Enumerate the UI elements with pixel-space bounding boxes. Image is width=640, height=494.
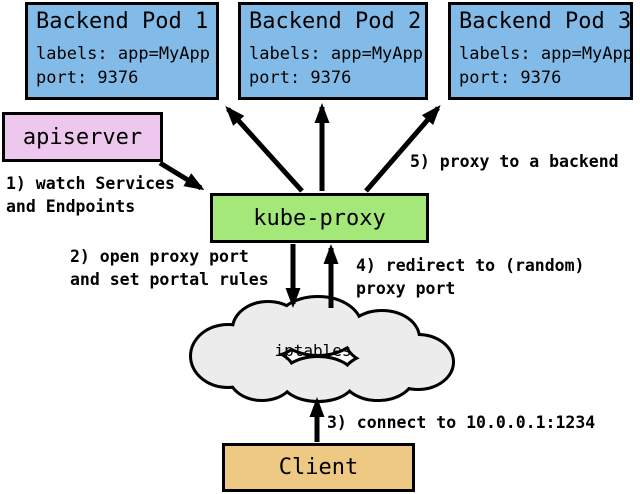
client-label: Client [278,455,359,480]
client-node: Client [222,443,415,492]
backend-pod-1-node: Backend Pod 1 labels: app=MyApp port: 93… [25,2,219,100]
pod-2-labels: labels: app=MyApp [249,44,423,64]
annotation-step2-open-proxy-port: 2) open proxy port and set portal rules [70,247,269,289]
pod-3-labels: labels: app=MyApp [459,44,633,64]
annotation-step3-connect: 3) connect to 10.0.0.1:1234 [327,413,596,432]
pod-1-labels: labels: app=MyApp [36,44,210,64]
pod-3-port: port: 9376 [459,68,562,88]
arrow-kubeproxy-to-pod1 [225,106,304,193]
annotation-step5-proxy-backend: 5) proxy to a backend [410,152,619,171]
backend-pod-3-node: Backend Pod 3 labels: app=MyApp port: 93… [448,2,633,100]
backend-pod-2-node: Backend Pod 2 labels: app=MyApp port: 93… [238,2,428,100]
kube-proxy-label: kube-proxy [253,205,386,231]
apiserver-label: apiserver [22,124,143,150]
apiserver-node: apiserver [2,112,163,162]
pod-2-port: port: 9376 [249,68,352,88]
annotation-step4-redirect: 4) redirect to (random) proxy port [356,256,585,298]
kube-proxy-node: kube-proxy [210,193,429,243]
iptables-label: iptables [274,341,352,360]
pod-1-port: port: 9376 [36,68,139,88]
pod-1-title: Backend Pod 1 [36,9,209,34]
annotation-step1-watch-services: 1) watch Services and Endpoints [6,174,175,216]
pod-3-title: Backend Pod 3 [459,9,632,34]
pod-2-title: Backend Pod 2 [249,9,422,34]
